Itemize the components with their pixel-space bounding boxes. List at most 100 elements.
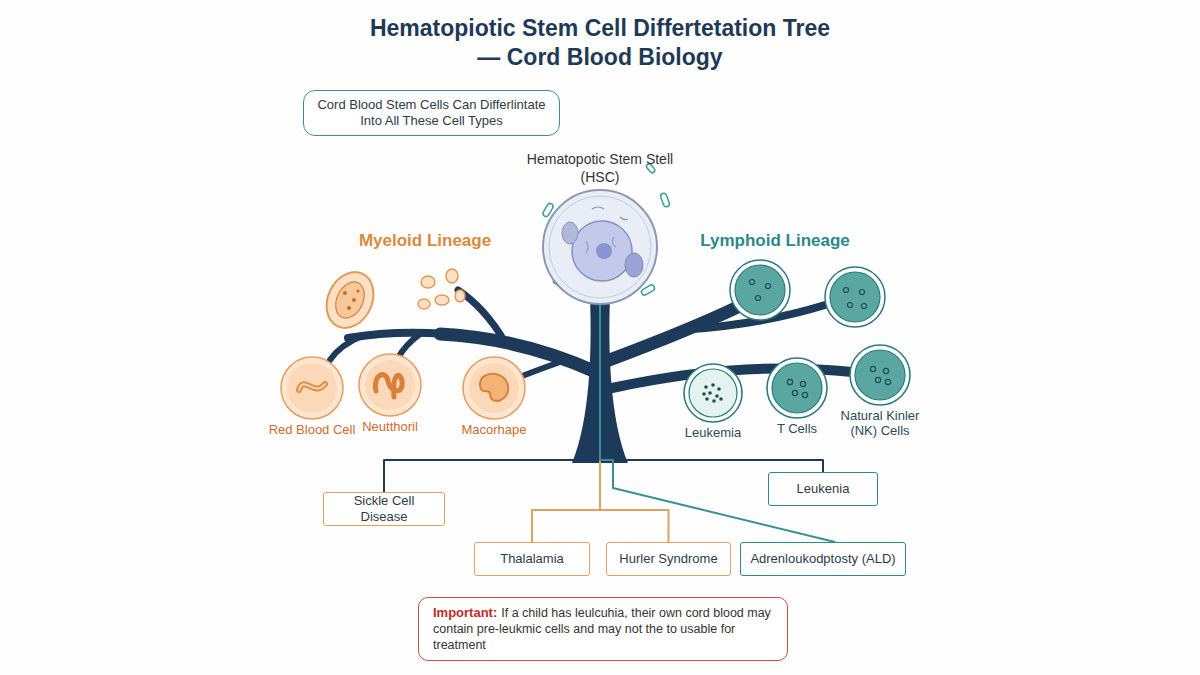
box-text: Sickle Cell Disease	[330, 493, 438, 525]
cell-circle	[357, 352, 423, 418]
nucleolus	[596, 243, 612, 259]
dot	[844, 288, 849, 293]
cell-dot	[702, 392, 706, 396]
progenitor-cell	[318, 264, 382, 335]
granule	[343, 291, 347, 295]
lymphoid-decor-cells	[730, 260, 885, 327]
stem-cell-node: Hematopotic Stem Stell (HSC)	[510, 150, 690, 306]
stem-cell-circle	[541, 188, 659, 306]
cell-label: Natural Kinler (NK) Cells	[830, 408, 930, 438]
cell-nucleus	[480, 374, 508, 401]
cell-dot	[708, 391, 712, 395]
cell-outline	[850, 345, 910, 405]
lymphocyte	[825, 267, 885, 327]
cell-body	[689, 369, 737, 417]
cell-label: Red Blood Cell	[247, 422, 377, 437]
organelle	[562, 222, 578, 244]
cell-nucleus	[299, 384, 325, 390]
dot	[862, 304, 867, 309]
blood-cell-node: Macorhape	[429, 355, 559, 455]
cell-nucleus	[330, 277, 370, 322]
cell-body	[855, 350, 905, 400]
platelet	[446, 269, 458, 283]
branch	[398, 334, 420, 358]
platelet	[455, 290, 465, 302]
cell-label: T Cells	[732, 421, 862, 436]
tree-connector	[600, 305, 823, 472]
cell-dot	[712, 399, 716, 403]
dot	[860, 290, 865, 295]
cell-dot	[787, 379, 792, 384]
lymphocyte-core	[735, 265, 785, 315]
cell-nucleus-highlight	[299, 384, 325, 390]
diagram-title: Hematopiotic Stem Cell Differtetation Tr…	[360, 14, 840, 72]
cell-circle	[461, 355, 527, 421]
cell-dot	[717, 387, 721, 391]
chromatin-mark	[612, 237, 616, 247]
cell-circle	[848, 343, 912, 407]
cell-dot	[870, 366, 875, 371]
cell-dot	[883, 368, 888, 373]
cell-circle	[279, 355, 345, 421]
lymphocyte-core	[830, 272, 880, 322]
box-text: Adrenloukodptosty (ALD)	[750, 551, 895, 567]
cell-body	[365, 360, 415, 410]
granule	[356, 289, 359, 292]
cell-body	[469, 363, 519, 413]
cell-outline	[359, 354, 421, 416]
dot	[766, 284, 771, 289]
granule	[347, 306, 351, 310]
cell-dot	[704, 385, 708, 389]
cell-dot	[715, 394, 719, 398]
cell-body	[287, 363, 337, 413]
blood-cell-node: T Cells	[732, 356, 862, 454]
cell-dot	[792, 390, 797, 395]
platelet	[435, 295, 449, 305]
cell-dot	[705, 397, 709, 401]
blood-cell-node: Red Blood Cell	[247, 355, 377, 455]
cell-circle	[682, 362, 744, 424]
branch	[330, 336, 362, 360]
blood-cell-node: Neutthoril	[325, 352, 455, 452]
disease-box: Adrenloukodptosty (ALD)	[740, 542, 906, 576]
cell-outline	[767, 358, 827, 418]
info-box: Cord Blood Stem Cells Can Differlintate …	[303, 90, 560, 136]
box-text: Cord Blood Stem Cells Can Differlintate …	[310, 97, 553, 129]
box-text: Hurler Syndrome	[619, 551, 717, 567]
cell-outline	[281, 357, 343, 419]
cell-outline	[463, 357, 525, 419]
platelet	[418, 299, 430, 309]
dot	[848, 303, 853, 308]
disease-box: Hurler Syndrome	[606, 542, 731, 576]
tree-connector	[532, 305, 600, 542]
cell-outline	[684, 364, 742, 422]
myeloid-decor-cells	[318, 264, 465, 335]
dot	[756, 296, 761, 301]
cell-dot	[885, 379, 890, 384]
lineage-label: Lymphoid Lineage	[680, 230, 870, 252]
blood-cell-node: Leukemia	[648, 362, 778, 458]
branch	[440, 334, 596, 372]
cell-label: Macorhape	[429, 422, 559, 437]
cell-dot	[800, 381, 805, 386]
granule	[352, 298, 356, 302]
box-text: Thalalamia	[500, 551, 564, 567]
lineage-label: Myeloid Lineage	[330, 230, 520, 252]
cytoplasm-mark	[592, 207, 604, 209]
tree-connector	[600, 305, 669, 542]
cell-nucleus	[375, 375, 402, 397]
cytoplasm-mark	[620, 217, 628, 220]
dot	[750, 280, 755, 285]
cell-label: Leukemia	[648, 425, 778, 440]
lymphocyte	[730, 260, 790, 320]
note-heading: Important:	[433, 605, 497, 620]
disease-box: Thalalamia	[474, 542, 590, 576]
warning-note: Important:If a child has leulcuhia, thei…	[418, 597, 788, 661]
cell-dot	[802, 392, 807, 397]
cell-label: Neutthoril	[325, 419, 455, 434]
cell-nucleus	[572, 221, 632, 281]
cell-circle	[765, 356, 829, 420]
disease-box: Leukenia	[768, 472, 878, 506]
